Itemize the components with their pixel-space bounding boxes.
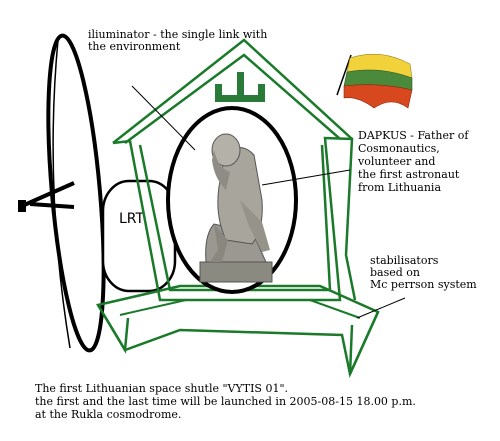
dapkus-label-line-3: volunteer and bbox=[357, 155, 435, 168]
illuminator-label: iliuminator - the single link with the e… bbox=[88, 28, 271, 53]
caption: The first Lithuanian space shutle "VYTIS… bbox=[35, 382, 419, 421]
dapkus-label-line-4: the first astronaut bbox=[358, 168, 460, 181]
stabilisators-label-line-1: stabilisators bbox=[370, 254, 439, 267]
stabilisators-pointer bbox=[356, 297, 406, 319]
antenna-feed-arm bbox=[29, 202, 75, 209]
cabin-outer bbox=[112, 136, 357, 302]
dapkus-pointer bbox=[261, 169, 351, 186]
lithuanian-flag bbox=[336, 53, 413, 109]
caption-line-2: the first and the last time will be laun… bbox=[35, 395, 416, 408]
illuminator-label-line-1: iliuminator - the single link with bbox=[88, 28, 267, 41]
dapkus-label-line-1: DAPKUS - Father of bbox=[358, 129, 469, 142]
dapkus-label: DAPKUS - Father of Cosmonautics, volunte… bbox=[357, 129, 472, 194]
dapkus-label-line-2: Cosmonautics, bbox=[358, 142, 440, 155]
lrt-module bbox=[101, 179, 177, 293]
illuminator-label-line-2: the environment bbox=[88, 40, 181, 53]
antenna-feed-tip bbox=[18, 200, 26, 212]
dish-antenna bbox=[46, 33, 106, 353]
gediminas-pillars-emblem bbox=[215, 72, 265, 102]
roof-inner bbox=[124, 53, 340, 145]
illuminator-pointer bbox=[131, 85, 196, 151]
stabilisators-label: stabilisators based on Mc perrson system bbox=[370, 254, 477, 291]
hull-fin-left bbox=[96, 304, 130, 354]
hull-inner bbox=[119, 299, 361, 319]
statue-figure bbox=[199, 133, 273, 283]
caption-line-1: The first Lithuanian space shutle "VYTIS… bbox=[35, 382, 288, 395]
lrt-label: LRT bbox=[119, 211, 145, 227]
caption-line-3: at the Rukla cosmodrome. bbox=[35, 408, 181, 421]
dapkus-label-line-5: from Lithuania bbox=[358, 181, 441, 194]
stabilisators-label-line-3: Mc perrson system bbox=[370, 278, 477, 291]
roof-outer bbox=[112, 38, 353, 144]
stabilisators-label-line-2: based on bbox=[370, 266, 420, 279]
hull-fin-right bbox=[348, 311, 380, 375]
